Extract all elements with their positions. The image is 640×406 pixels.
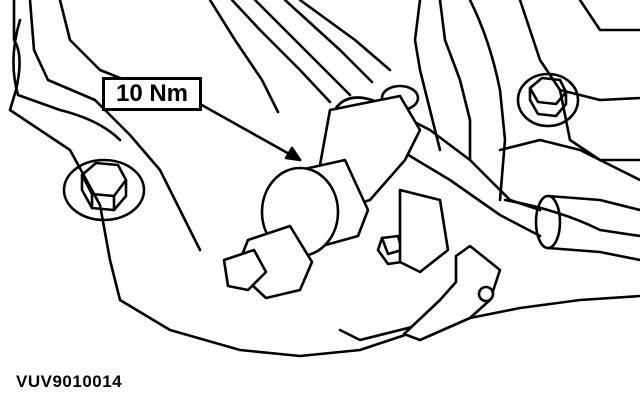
pressure-switch-sensor <box>222 94 422 300</box>
hex-bolt-right <box>516 72 580 128</box>
mounting-bracket <box>398 188 502 342</box>
clip-bolt <box>376 234 404 266</box>
torque-callout-label: 10 Nm <box>102 77 202 111</box>
callout-leader-arrow <box>198 102 302 162</box>
figure-reference-code: VUV9010014 <box>16 372 123 391</box>
hex-bolt-left <box>62 158 146 222</box>
